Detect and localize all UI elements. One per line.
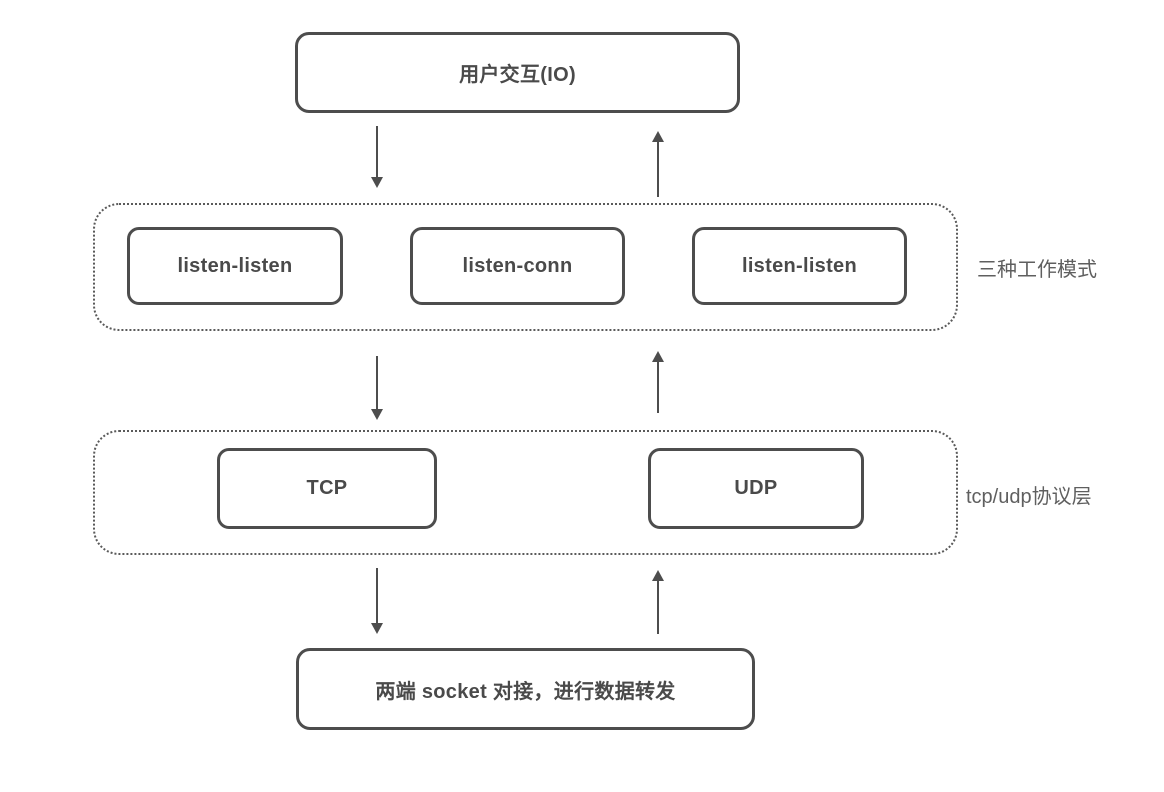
node-listen-listen-2: listen-listen xyxy=(692,227,907,305)
arrow-shaft xyxy=(375,568,379,623)
arrow-head xyxy=(371,177,383,188)
node-listen-listen-1: listen-listen xyxy=(127,227,343,305)
node-udp: UDP xyxy=(648,448,864,529)
arrow-head xyxy=(652,351,664,362)
node-tcp: TCP xyxy=(217,448,437,529)
arrow-shaft xyxy=(656,362,660,413)
arrow-shaft xyxy=(656,581,660,634)
arrow-head xyxy=(652,570,664,581)
node-socket-forward-label: 两端 socket 对接，进行数据转发 xyxy=(375,680,676,703)
arrow-head xyxy=(371,409,383,420)
node-user-io: 用户交互(IO) xyxy=(295,32,740,113)
node-listen-listen-2-label: listen-listen xyxy=(741,254,858,277)
up-arrow-icon xyxy=(652,351,664,413)
node-socket-forward: 两端 socket 对接，进行数据转发 xyxy=(296,648,755,730)
arrow-shaft xyxy=(375,126,379,177)
protocol-group-side-label: tcp/udp协议层 xyxy=(966,486,1092,508)
node-udp-label: UDP xyxy=(734,477,778,499)
arrow-head xyxy=(652,131,664,142)
arrow-shaft xyxy=(375,356,379,409)
node-user-io-label: 用户交互(IO) xyxy=(459,64,576,86)
node-tcp-label: TCP xyxy=(306,477,348,499)
modes-group-side-label: 三种工作模式 xyxy=(977,259,1097,281)
up-arrow-icon xyxy=(652,570,664,634)
modes-group: listen-listen listen-conn listen-listen xyxy=(93,203,958,331)
down-arrow-icon xyxy=(371,568,383,634)
node-listen-conn-label: listen-conn xyxy=(462,254,573,277)
arrow-head xyxy=(371,623,383,634)
down-arrow-icon xyxy=(371,126,383,188)
protocol-group: TCP UDP xyxy=(93,430,958,555)
arrow-shaft xyxy=(656,142,660,197)
up-arrow-icon xyxy=(652,131,664,197)
node-listen-conn: listen-conn xyxy=(410,227,625,305)
node-listen-listen-1-label: listen-listen xyxy=(177,254,293,277)
down-arrow-icon xyxy=(371,356,383,420)
